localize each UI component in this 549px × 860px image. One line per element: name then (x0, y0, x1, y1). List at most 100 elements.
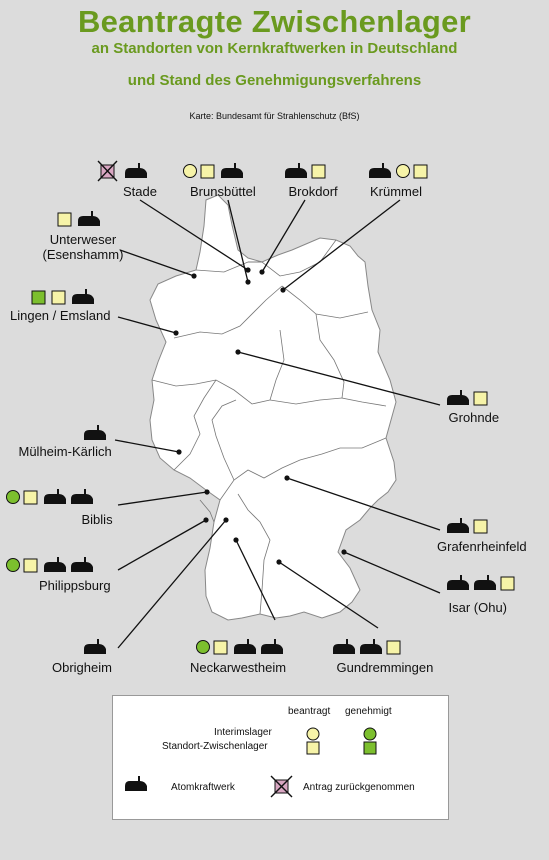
plant-icon (84, 425, 106, 440)
plant-icon (71, 557, 93, 572)
plant-icon (78, 211, 100, 226)
plant-icon (369, 163, 391, 178)
site-marker (284, 475, 290, 481)
legend-symbols (125, 727, 377, 798)
plant-icon (447, 518, 469, 533)
plant-icon (285, 163, 307, 178)
site-storage-approved-icon (31, 290, 46, 305)
page-title: Beantragte Zwischenlager (77, 4, 472, 39)
legend: beantragt genehmigt Interimslager Stando… (112, 695, 449, 820)
plant-icon (221, 163, 243, 178)
site-marker (191, 273, 197, 279)
plant-icon (447, 390, 469, 405)
site-symbols (6, 160, 515, 655)
site-label: Brokdorf (288, 184, 338, 199)
site-marker (276, 559, 282, 565)
source-note: Karte: Bundesamt für Strahlenschutz (BfS… (189, 111, 360, 121)
site-storage-applied-icon (23, 558, 38, 573)
site-storage-applied-icon (386, 640, 401, 655)
legend-withdrawn-label: Antrag zurückgenommen (303, 782, 415, 793)
site-marker (235, 349, 241, 355)
plant-icon (44, 557, 66, 572)
site-marker (341, 549, 347, 555)
site-label: Biblis (81, 512, 113, 527)
plant-icon (447, 575, 469, 590)
page-subtitle: an Standorten von Kernkraftwerken in Deu… (91, 40, 458, 57)
plant-icon (71, 489, 93, 504)
plant-icon (474, 575, 496, 590)
site-label: Isar (Ohu) (448, 600, 508, 615)
site-marker (245, 279, 251, 285)
site-marker (203, 517, 209, 523)
legend-plant-label: Atomkraftwerk (171, 782, 235, 793)
legend-row-site: Standort-Zwischenlager (162, 741, 268, 752)
site-label: Brunsbüttel (190, 184, 256, 199)
connector-line (278, 561, 379, 629)
site-label: Gundremmingen (336, 660, 434, 675)
connector-line (227, 199, 249, 283)
connector-line (114, 439, 180, 453)
legend-withdrawn-icon (270, 775, 293, 798)
legend-site-approved (363, 741, 377, 755)
plant-icon (72, 289, 94, 304)
plant-icon (333, 639, 355, 654)
connector-line (117, 491, 208, 506)
site-marker (176, 449, 182, 455)
connector-line (117, 519, 227, 649)
interim-approved-icon (196, 640, 210, 654)
site-label: Grafenrheinfeld (437, 539, 527, 554)
legend-col-applied: beantragt (288, 706, 331, 717)
connector-lines (114, 199, 441, 649)
legend-plant-icon (125, 776, 147, 791)
site-markers (173, 267, 347, 565)
site-marker (173, 330, 179, 336)
site-storage-applied-icon (473, 391, 488, 406)
legend-interim-applied (306, 727, 320, 741)
page-subtitle-2: und Stand des Genehmigungsverfahrens (127, 72, 422, 89)
site-storage-applied-icon (200, 164, 215, 179)
site-marker (259, 269, 265, 275)
state-borders (151, 239, 387, 615)
interim-approved-icon (6, 490, 20, 504)
site-label-line: (Esenshamm) (42, 247, 124, 262)
connector-line (139, 199, 249, 271)
site-label: Philippsburg (39, 578, 111, 593)
site-storage-applied-icon (500, 576, 515, 591)
site-label: Grohnde (448, 410, 500, 425)
site-storage-applied-icon (413, 164, 428, 179)
plant-icon (125, 163, 147, 178)
connector-line (261, 199, 306, 273)
site-label: Stade (123, 184, 157, 199)
interim-applied-icon (183, 164, 197, 178)
site-label: Unterweser(Esenshamm) (43, 232, 124, 262)
site-marker (204, 489, 210, 495)
connector-line (343, 551, 441, 594)
legend-row-interim: Interimslager (214, 727, 272, 738)
site-label: Neckarwestheim (190, 660, 287, 675)
site-storage-applied-icon (473, 519, 488, 534)
connector-line (237, 351, 441, 406)
withdrawn-icon (97, 160, 118, 182)
plant-icon (261, 639, 283, 654)
plant-icon (84, 639, 106, 654)
interim-approved-icon (6, 558, 20, 572)
connector-line (117, 519, 207, 571)
germany-outline (149, 194, 397, 621)
site-label: Krümmel (370, 184, 423, 199)
site-marker (245, 267, 251, 273)
legend-col-approved: genehmigt (345, 706, 392, 717)
plant-icon (44, 489, 66, 504)
interim-applied-icon (396, 164, 410, 178)
site-storage-applied-icon (311, 164, 326, 179)
plant-icon (234, 639, 256, 654)
connector-line (235, 539, 276, 621)
connector-line (286, 477, 441, 531)
connector-line (282, 199, 401, 291)
connector-line (119, 249, 195, 277)
site-storage-applied-icon (51, 290, 66, 305)
site-marker (233, 537, 239, 543)
legend-interim-approved (363, 727, 377, 741)
site-marker (280, 287, 286, 293)
